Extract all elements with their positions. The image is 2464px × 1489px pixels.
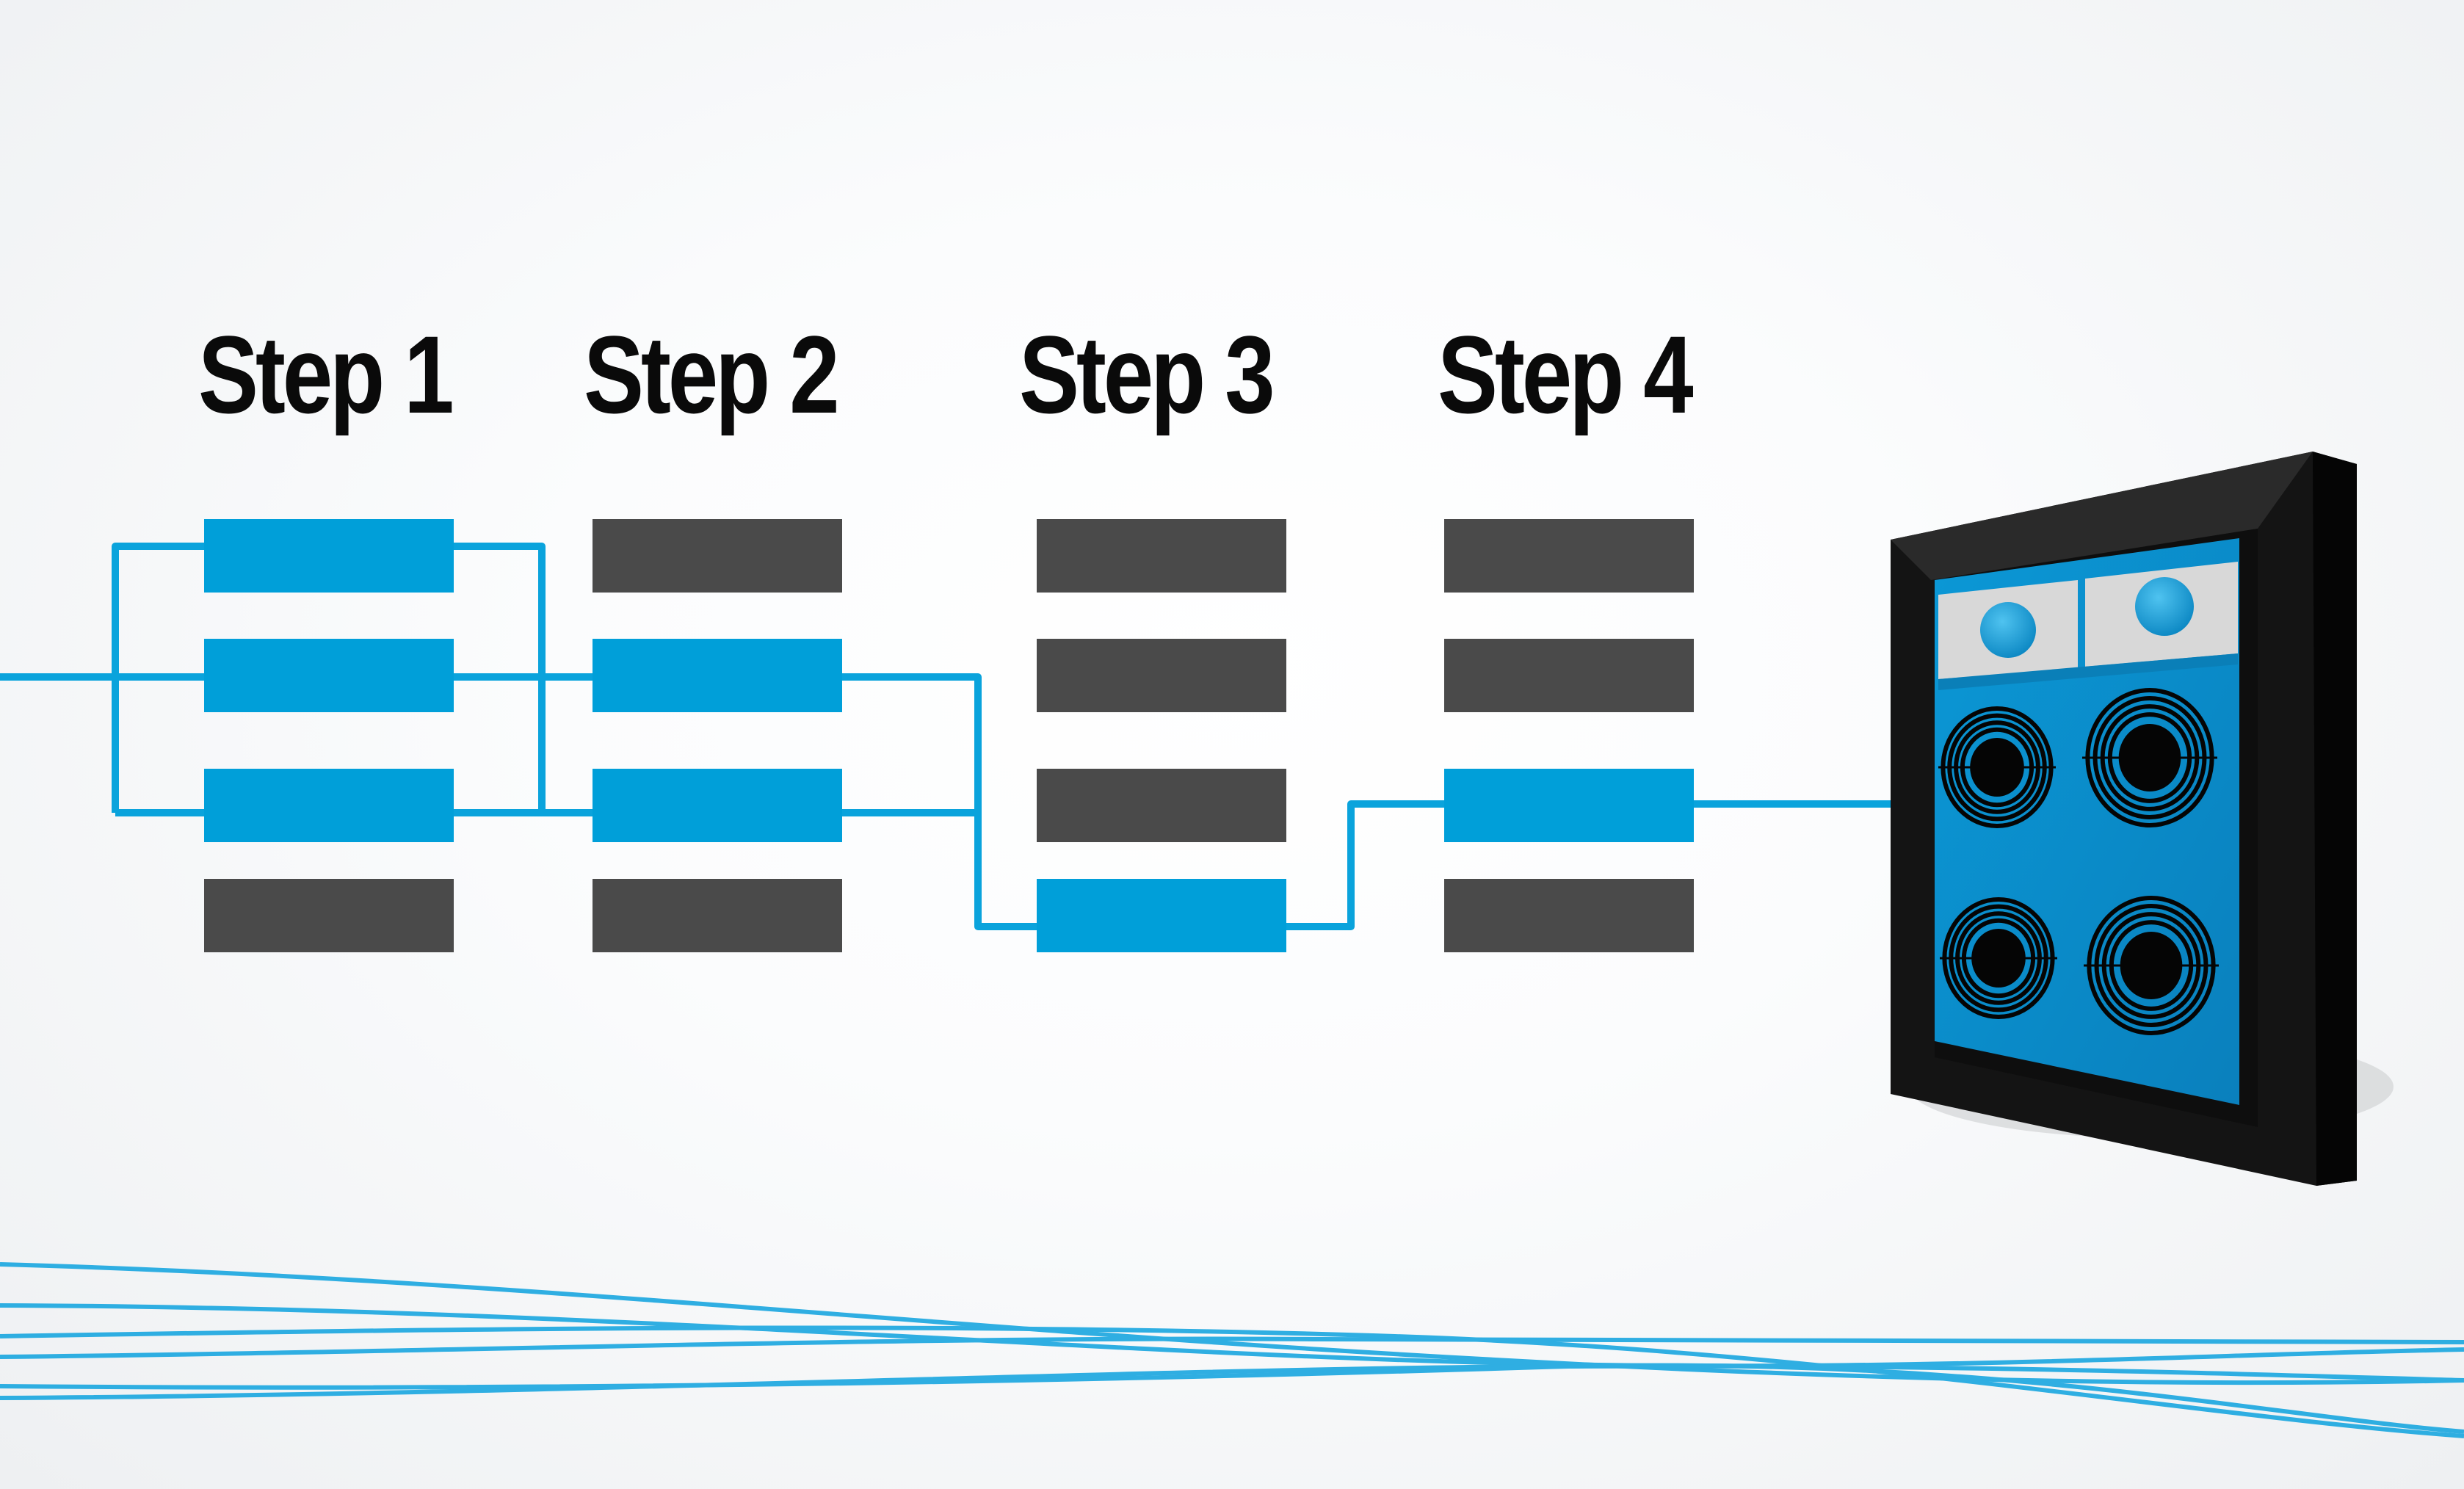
- signal-path: [0, 543, 1894, 930]
- step-1-title: Step 1: [198, 313, 454, 436]
- step-2-block-3-active: [593, 769, 842, 842]
- step-2-block-2-active: [593, 639, 842, 712]
- step-3-block-3-inactive: [1037, 769, 1286, 842]
- step-4-block-2-inactive: [1444, 639, 1694, 712]
- speaker-driver-3: [1940, 897, 2057, 1019]
- step-4-title: Step 4: [1438, 313, 1694, 436]
- speaker-knob-1: [1980, 602, 2036, 658]
- step-3-block-1-inactive: [1037, 519, 1286, 593]
- step-3-title: Step 3: [1019, 313, 1275, 436]
- step-blocks: [204, 519, 1694, 952]
- speaker-driver-2: [2082, 688, 2217, 827]
- step-1-block-1-active: [204, 519, 454, 593]
- decorative-waves: [0, 1262, 2464, 1438]
- step-3-block-2-inactive: [1037, 639, 1286, 712]
- step-4-block-3-active: [1444, 769, 1694, 842]
- step-2-block-4-inactive: [593, 879, 842, 952]
- step-4-block-1-inactive: [1444, 519, 1694, 593]
- step-1-block-3-active: [204, 769, 454, 842]
- step-3-block-4-active: [1037, 879, 1286, 952]
- step-2-block-1-inactive: [593, 519, 842, 593]
- speaker-cabinet-icon: [1891, 452, 2394, 1186]
- step-4-block-4-inactive: [1444, 879, 1694, 952]
- step-2-title: Step 2: [584, 313, 840, 436]
- speaker-driver-4: [2084, 896, 2219, 1035]
- speaker-drivers: [1938, 688, 2219, 1035]
- step-1-block-4-inactive: [204, 879, 454, 952]
- speaker-driver-1: [1938, 706, 2056, 828]
- speaker-knob-2: [2135, 577, 2194, 636]
- step-1-block-2-active: [204, 639, 454, 712]
